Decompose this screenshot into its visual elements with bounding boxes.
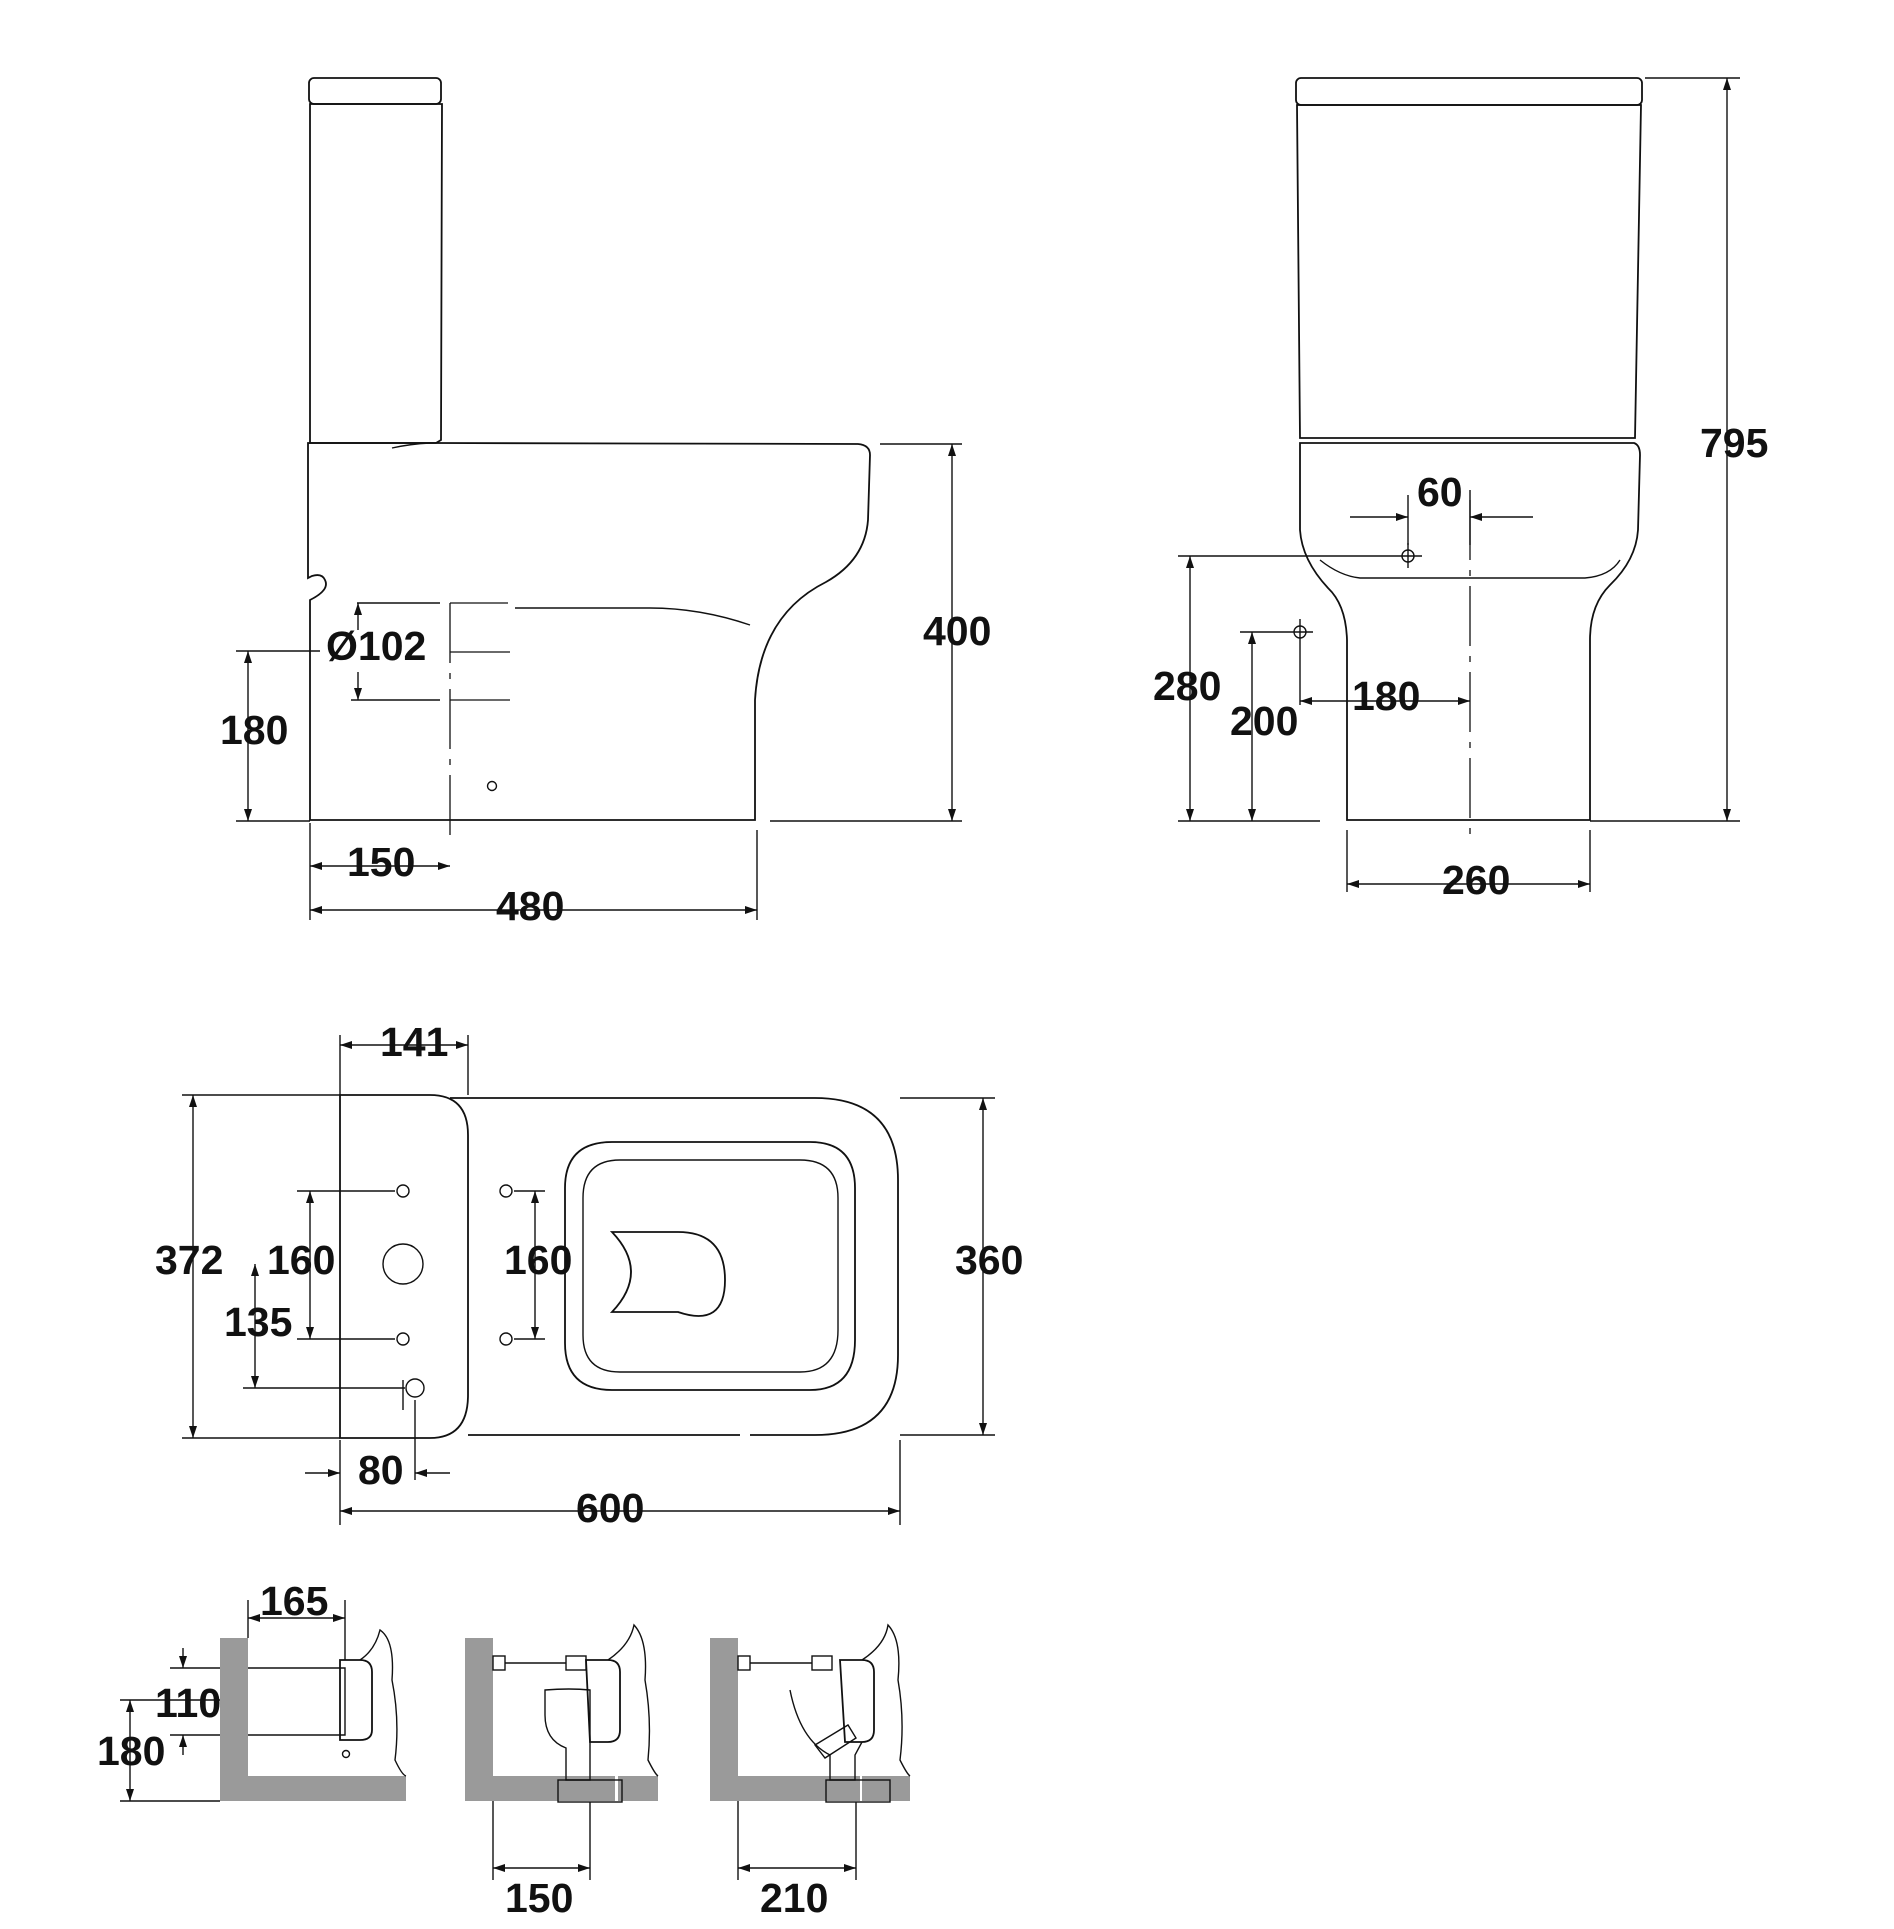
plan-outlet-offset-label: 135 xyxy=(224,1299,292,1345)
horizontal-pipe-size-label: 110 xyxy=(155,1680,221,1726)
side-elevation-view: Ø102 180 150 480 400 xyxy=(220,77,991,929)
pan-seat-line xyxy=(391,442,431,449)
cistern-lid xyxy=(308,77,442,105)
plan-cistern-hole-top xyxy=(396,1184,410,1198)
p-trap-offset-label: 150 xyxy=(505,1875,573,1921)
plan-cistern-hole-bottom xyxy=(396,1332,410,1346)
plan-cistern-hole-spacing-label: 160 xyxy=(267,1237,335,1283)
horizontal-connector xyxy=(339,1659,373,1741)
plan-pan-width-label: 360 xyxy=(955,1237,1023,1283)
horizontal-pipe xyxy=(248,1667,346,1736)
floor-section xyxy=(220,1776,406,1801)
plan-inlet-hole xyxy=(405,1378,425,1398)
side-pan-height-label: 400 xyxy=(923,608,991,654)
horizontal-pan-profile xyxy=(359,1628,407,1777)
plan-back-offset-label: 80 xyxy=(358,1447,404,1493)
install-p-trap: 150 xyxy=(465,1623,659,1921)
side-outlet-offset-label: 150 xyxy=(347,839,415,885)
front-total-height-label: 795 xyxy=(1700,420,1768,466)
front-fixing-offset-label: 180 xyxy=(1352,673,1420,719)
wall-section xyxy=(220,1638,248,1801)
front-cistern-body xyxy=(1296,104,1642,439)
pan-trap-line xyxy=(515,607,751,626)
front-inlet-height-label: 280 xyxy=(1153,663,1221,709)
plan-view: 141 372 160 135 160 360 80 600 xyxy=(155,1019,1023,1531)
plan-pan-hole-spacing-label: 160 xyxy=(504,1237,572,1283)
p-trap-pipe xyxy=(544,1688,591,1781)
plan-pan-hole-bottom xyxy=(499,1332,513,1346)
outlet-pipe-outline xyxy=(450,602,510,701)
plan-bowl-opening xyxy=(609,1231,726,1317)
fixing-point xyxy=(486,780,498,792)
pan-body xyxy=(307,442,871,821)
front-fixing-height-label: 200 xyxy=(1230,698,1298,744)
horizontal-pipe-height-label: 180 xyxy=(97,1728,165,1774)
plan-seat-inner xyxy=(582,1159,839,1373)
install-s-trap: 210 xyxy=(710,1623,911,1921)
plan-cistern xyxy=(339,1094,469,1439)
side-depth-label: 480 xyxy=(496,883,564,929)
front-elevation-view: 795 60 280 200 180 260 xyxy=(1153,77,1768,903)
plan-flush-hole xyxy=(382,1243,424,1285)
side-pipe-diameter-label: Ø102 xyxy=(326,623,426,669)
front-cistern-lid xyxy=(1295,77,1643,106)
front-width-label: 260 xyxy=(1442,857,1510,903)
s-trap-collar xyxy=(825,1779,891,1803)
front-pan-body xyxy=(1299,442,1641,821)
s-trap-pipe xyxy=(789,1689,863,1781)
s-trap-offset-label: 210 xyxy=(760,1875,828,1921)
front-pan-rim xyxy=(1319,559,1621,579)
plan-cistern-depth-label: 141 xyxy=(380,1019,448,1065)
plan-pan-outline xyxy=(450,1097,899,1436)
front-inlet-spacing-label: 60 xyxy=(1417,469,1463,515)
plan-overall-width-label: 372 xyxy=(155,1237,223,1283)
horizontal-wall-offset-label: 165 xyxy=(260,1578,328,1624)
plan-seat-outer xyxy=(564,1141,856,1391)
plan-overall-length-label: 600 xyxy=(576,1485,644,1531)
cistern-body xyxy=(309,103,443,444)
side-outlet-height-label: 180 xyxy=(220,707,288,753)
install-horizontal-outlet: 165 110 180 xyxy=(97,1578,407,1802)
s-trap-valve xyxy=(737,1655,751,1671)
p-trap-valve xyxy=(492,1655,506,1671)
plan-pan-hole-top xyxy=(499,1184,513,1198)
